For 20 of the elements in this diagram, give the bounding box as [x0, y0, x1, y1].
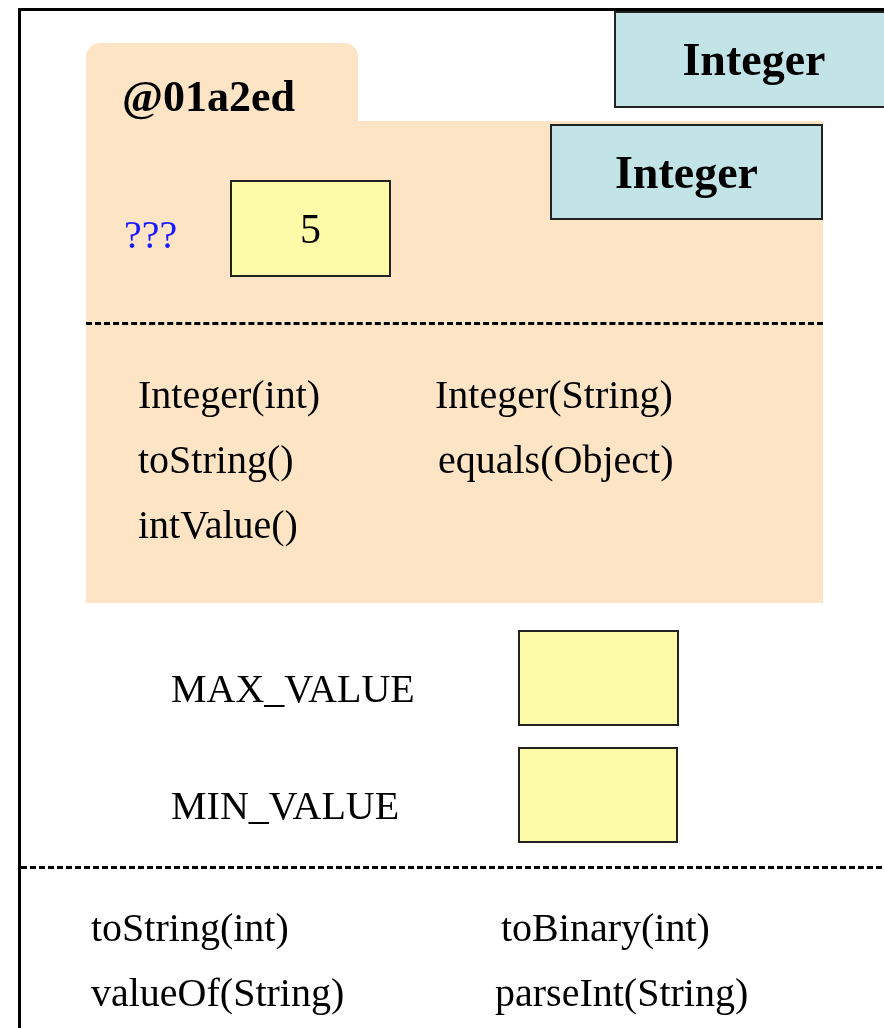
- value-box: [518, 630, 679, 726]
- value-box: 5: [230, 180, 391, 277]
- method-name: valueOf(String): [91, 973, 345, 1013]
- object-address: @01a2ed: [122, 71, 295, 122]
- method-name: equals(Object): [438, 440, 674, 480]
- type-label: Integer: [550, 124, 823, 220]
- variable-name: ???: [124, 215, 178, 255]
- field-name: MIN_VALUE: [171, 786, 400, 826]
- type-label: Integer: [614, 11, 884, 108]
- class-box: [18, 8, 884, 1028]
- field-name: MAX_VALUE: [171, 669, 415, 709]
- method-name: Integer(String): [435, 375, 673, 415]
- method-name: toString(int): [91, 908, 289, 948]
- method-name: Integer(int): [138, 375, 321, 415]
- method-name: toBinary(int): [501, 908, 710, 948]
- object-folder: [86, 43, 823, 603]
- method-name: intValue(): [138, 505, 298, 545]
- value-box: [518, 747, 678, 843]
- method-name: parseInt(String): [495, 973, 749, 1013]
- method-name: toString(): [138, 440, 294, 480]
